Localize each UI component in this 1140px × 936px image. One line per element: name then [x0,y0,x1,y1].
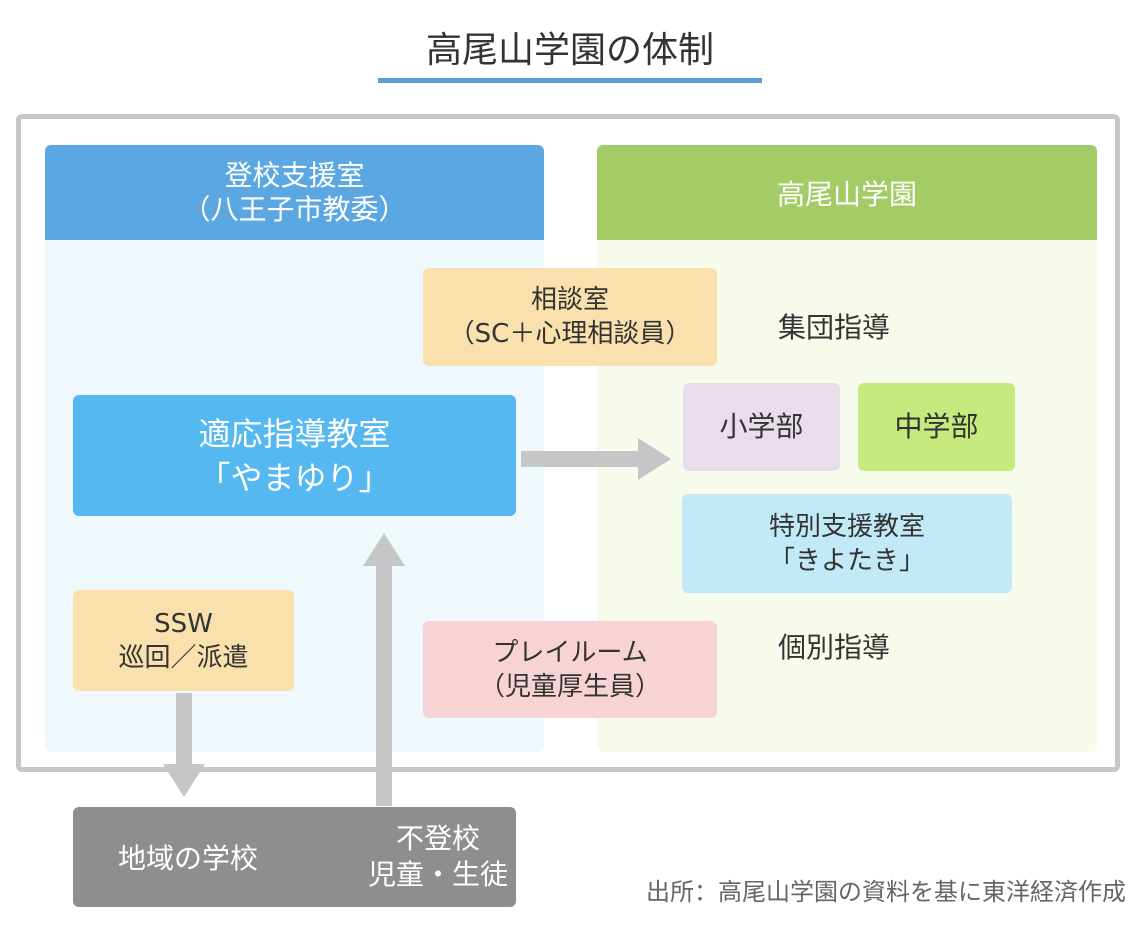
junior-high-division-box: 中学部 [858,383,1015,471]
elementary-division-box: 小学部 [683,383,840,471]
playroom-title: プレイルーム [492,637,648,668]
playroom-box: プレイルーム （児童厚生員） [423,621,717,718]
elementary-division-label: 小学部 [719,410,804,443]
truant-students-line1: 不登校 [395,822,480,855]
individual-guidance-label: 個別指導 [778,631,891,664]
ssw-title: SSW [154,608,213,639]
diagram-title: 高尾山学園の体制 [425,30,714,71]
left-panel-title: 登校支援室 [224,158,365,192]
arrow-ssw-to-chiiki [163,693,205,797]
junior-high-division-label: 中学部 [894,410,979,443]
truant-students-line2: 児童・生徒 [367,858,508,891]
truant-students-label: 不登校 児童・生徒 [363,807,513,907]
special-support-classroom-box: 特別支援教室 「きよたき」 [682,494,1012,593]
right-panel-title: 高尾山学園 [776,177,917,211]
group-guidance-label: 集団指導 [778,311,891,344]
playroom-subtitle: （児童厚生員） [478,671,661,702]
local-schools-box: 地域の学校 不登校 児童・生徒 [73,807,516,907]
special-support-title: 特別支援教室 [768,511,925,542]
local-schools-label: 地域の学校 [117,842,258,875]
special-support-subtitle: 「きよたき」 [768,545,925,576]
adaptation-classroom-title: 適応指導教室 [198,414,391,453]
consultation-room-title: 相談室 [530,285,609,315]
right-panel-header: 高尾山学園 [597,145,1097,240]
consultation-room-subtitle: （SC＋心理相談員） [448,319,692,349]
ssw-subtitle: 巡回／派遣 [118,642,249,673]
source-note: 出所：高尾山学園の資料を基に東洋経済作成 [646,878,1126,906]
arrow-chiiki-to-tekio [363,533,405,806]
left-panel-subtitle: （八王子市教委） [182,192,407,226]
adaptation-classroom-box: 適応指導教室 「やまゆり」 [73,395,516,516]
left-panel-header: 登校支援室 （八王子市教委） [45,145,544,240]
outer-frame [16,114,1120,772]
adaptation-classroom-subtitle: 「やまゆり」 [198,458,391,497]
ssw-box: SSW 巡回／派遣 [73,590,294,691]
consultation-room-box: 相談室 （SC＋心理相談員） [423,268,717,366]
arrow-tekio-to-school [521,438,671,480]
title-underline [378,78,762,83]
